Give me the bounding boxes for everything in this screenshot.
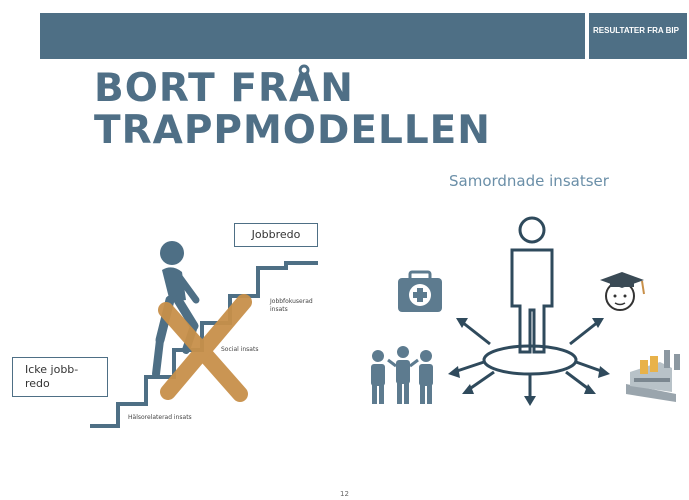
graduate-icon <box>600 272 645 311</box>
header-bar <box>40 13 585 59</box>
step-label-job-focused: Jobbfokuserad insats <box>270 298 313 313</box>
direction-arrows-icon <box>448 318 610 406</box>
page-number: 12 <box>340 490 349 498</box>
factory-icon <box>626 350 680 402</box>
center-person-icon <box>510 216 554 354</box>
jobbredo-box: Jobbredo <box>234 223 318 247</box>
step-label-health: Hälsorelaterad insats <box>128 414 192 421</box>
icke-jobbredo-box: Icke jobb- redo <box>12 357 108 397</box>
title-line-1: BORT FRÅN <box>94 66 354 111</box>
people-group-icon <box>371 346 433 404</box>
step-label-social: Social insats <box>221 346 259 353</box>
header-tag: RESULTATER FRA BIP <box>589 13 687 59</box>
first-aid-kit-icon <box>398 270 442 312</box>
page-title: BORT FRÅN TRAPPMODELLEN <box>94 68 491 152</box>
staircase <box>90 261 318 428</box>
title-line-2: TRAPPMODELLEN <box>94 108 491 153</box>
subtitle: Samordnade insatser <box>449 172 609 190</box>
icke-jobbredo-label: Icke jobb- redo <box>25 363 79 390</box>
cross-out-icon <box>158 294 252 402</box>
